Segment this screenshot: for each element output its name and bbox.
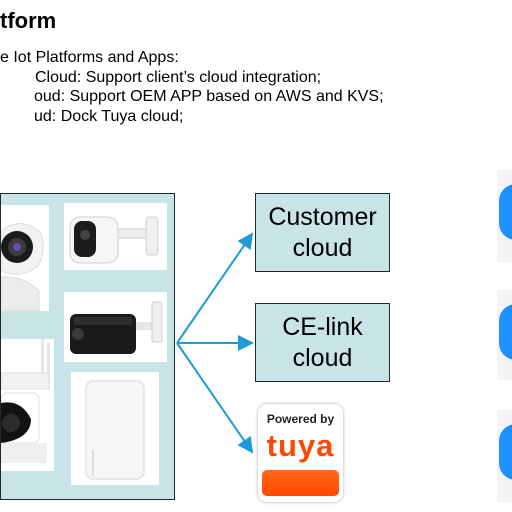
celink-cloud-label: CE-link cloud <box>282 312 363 374</box>
blue-circle-icon <box>499 304 512 360</box>
blue-circle-icon <box>499 184 512 240</box>
customer-cloud-label: Customer cloud <box>268 202 376 264</box>
side-thumbnail-2 <box>497 290 512 380</box>
blue-circle-icon <box>499 424 512 480</box>
side-thumbnail-1 <box>497 170 512 262</box>
tuya-brand-text: tuya <box>258 428 343 464</box>
tuya-logo: Powered by tuya <box>258 404 343 502</box>
side-thumbnail-3 <box>497 410 512 502</box>
customer-cloud-box: Customer cloud <box>255 193 390 272</box>
arrow-to-customer-cloud <box>177 234 252 343</box>
celink-cloud-box: CE-link cloud <box>255 303 390 382</box>
tuya-color-bar <box>262 470 339 496</box>
tuya-powered-by-text: Powered by <box>258 412 343 426</box>
arrow-to-tuya <box>177 343 252 452</box>
